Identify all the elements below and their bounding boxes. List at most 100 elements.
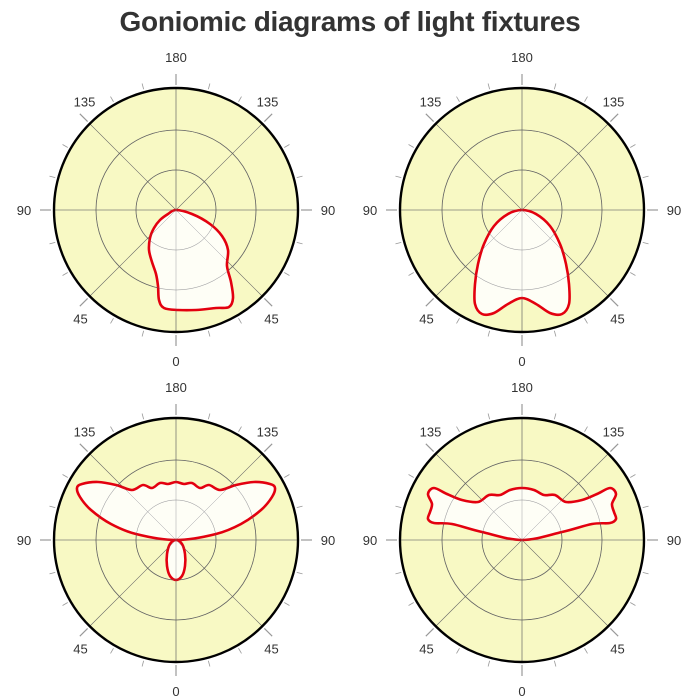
angle-tick bbox=[284, 602, 290, 606]
angle-tick bbox=[609, 443, 619, 453]
angle-tick bbox=[79, 627, 89, 637]
angle-tick bbox=[296, 175, 303, 179]
radial-grid-line-overlay bbox=[435, 453, 609, 627]
angle-tick bbox=[584, 648, 588, 654]
angle-tick bbox=[110, 648, 114, 654]
angle-tick bbox=[49, 505, 56, 509]
grid-ring-overlay bbox=[135, 499, 217, 581]
grid-ring-overlay bbox=[95, 459, 257, 621]
angle-tick bbox=[141, 330, 145, 337]
angle-tick bbox=[408, 602, 414, 606]
angle-label-bottom: 0 bbox=[518, 684, 525, 699]
angle-label-right: 90 bbox=[667, 203, 681, 218]
angle-tick bbox=[79, 297, 89, 307]
angle-label-bottom: 0 bbox=[172, 684, 179, 699]
angle-tick bbox=[408, 272, 414, 276]
angle-label-lower-left: 45 bbox=[419, 312, 433, 327]
angle-label-upper-left: 135 bbox=[74, 95, 96, 110]
angle-tick bbox=[238, 426, 242, 432]
angle-tick bbox=[263, 443, 273, 453]
angle-tick bbox=[584, 426, 588, 432]
angle-tick bbox=[62, 272, 68, 276]
angle-label-left: 90 bbox=[363, 533, 377, 548]
angle-label-upper-left: 135 bbox=[420, 425, 442, 440]
angle-label-right: 90 bbox=[667, 533, 681, 548]
angle-tick bbox=[263, 627, 273, 637]
radial-grid-line-overlay bbox=[89, 123, 263, 297]
angle-label-upper-right: 135 bbox=[257, 95, 279, 110]
angle-label-upper-left: 135 bbox=[74, 425, 96, 440]
page-title: Goniomic diagrams of light fixtures bbox=[119, 6, 581, 37]
angle-tick bbox=[553, 413, 557, 420]
angle-label-lower-left: 45 bbox=[73, 312, 87, 327]
angle-label-lower-right: 45 bbox=[610, 312, 624, 327]
angle-label-lower-right: 45 bbox=[264, 312, 278, 327]
angle-label-left: 90 bbox=[17, 533, 31, 548]
angle-tick bbox=[487, 660, 491, 667]
angle-label-top: 180 bbox=[511, 380, 533, 395]
angle-tick bbox=[296, 505, 303, 509]
angle-tick bbox=[456, 96, 460, 102]
angle-tick bbox=[642, 571, 649, 575]
angle-tick bbox=[110, 426, 114, 432]
grid-ring-overlay bbox=[441, 129, 603, 291]
angle-tick bbox=[609, 627, 619, 637]
angle-label-right: 90 bbox=[321, 533, 335, 548]
angle-tick bbox=[110, 318, 114, 324]
angle-tick bbox=[630, 602, 636, 606]
angle-label-right: 90 bbox=[321, 203, 335, 218]
radial-grid-line-overlay bbox=[435, 123, 609, 297]
angle-tick bbox=[456, 648, 460, 654]
angle-label-bottom: 0 bbox=[518, 354, 525, 369]
angle-tick bbox=[553, 83, 557, 90]
grid-ring-overlay bbox=[481, 499, 563, 581]
diagram-outline bbox=[398, 86, 646, 334]
angle-tick bbox=[49, 571, 56, 575]
angle-tick bbox=[62, 144, 68, 148]
angle-tick bbox=[49, 241, 56, 245]
angle-tick bbox=[642, 241, 649, 245]
grid-ring-overlay bbox=[441, 459, 603, 621]
angle-tick bbox=[395, 175, 402, 179]
angle-tick bbox=[238, 318, 242, 324]
angle-tick bbox=[284, 144, 290, 148]
angle-tick bbox=[284, 474, 290, 478]
radial-grid-line-overlay bbox=[89, 453, 263, 627]
angle-label-left: 90 bbox=[17, 203, 31, 218]
angle-tick bbox=[456, 426, 460, 432]
angle-tick bbox=[296, 241, 303, 245]
angle-tick bbox=[238, 648, 242, 654]
angle-label-upper-left: 135 bbox=[420, 95, 442, 110]
angle-tick bbox=[425, 297, 435, 307]
angle-tick bbox=[296, 571, 303, 575]
angle-tick bbox=[584, 96, 588, 102]
angle-tick bbox=[62, 474, 68, 478]
angle-tick bbox=[110, 96, 114, 102]
angle-tick bbox=[395, 571, 402, 575]
angle-tick bbox=[425, 627, 435, 637]
angle-label-lower-right: 45 bbox=[610, 642, 624, 657]
angle-tick bbox=[207, 83, 211, 90]
angle-tick bbox=[263, 113, 273, 123]
angle-label-top: 180 bbox=[511, 50, 533, 65]
angle-tick bbox=[207, 413, 211, 420]
angle-tick bbox=[79, 113, 89, 123]
diagram-outline bbox=[52, 86, 300, 334]
angle-tick bbox=[456, 318, 460, 324]
angle-tick bbox=[425, 113, 435, 123]
angle-tick bbox=[141, 660, 145, 667]
angle-tick bbox=[62, 602, 68, 606]
angle-tick bbox=[487, 83, 491, 90]
angle-tick bbox=[630, 474, 636, 478]
angle-label-bottom: 0 bbox=[172, 354, 179, 369]
angle-tick bbox=[642, 175, 649, 179]
angle-tick bbox=[584, 318, 588, 324]
angle-label-lower-left: 45 bbox=[419, 642, 433, 657]
angle-tick bbox=[609, 113, 619, 123]
angle-tick bbox=[425, 443, 435, 453]
